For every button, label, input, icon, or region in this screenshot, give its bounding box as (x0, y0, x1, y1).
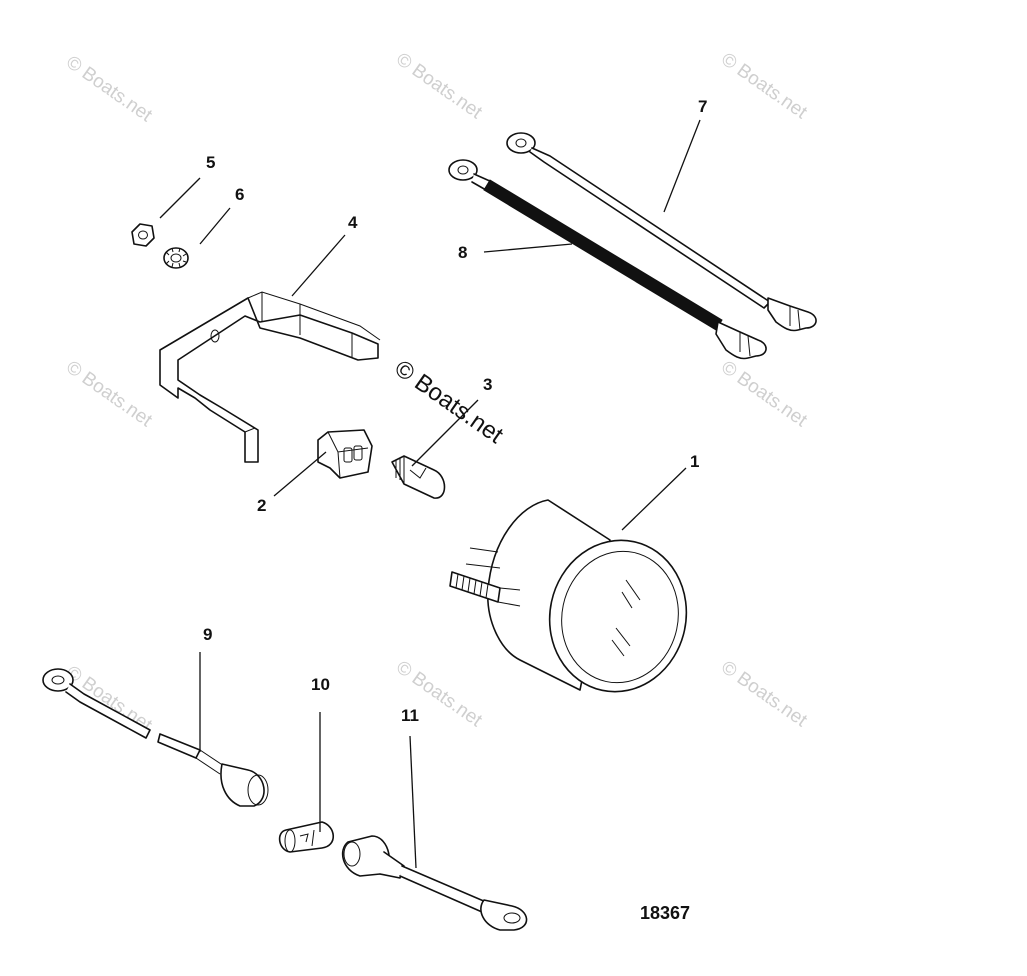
callout-10: 10 (311, 675, 330, 694)
callout-6: 6 (235, 185, 244, 204)
figure-id: 18367 (640, 903, 690, 923)
leader-lines (159, 119, 701, 869)
part-1-gauge (449, 499, 688, 693)
callout-8: 8 (458, 243, 467, 262)
watermark-2: © Boats.net (392, 49, 486, 124)
callout-9: 9 (203, 625, 212, 644)
callout-7: 7 (698, 97, 707, 116)
watermark-8: © Boats.net (717, 657, 811, 732)
part-11-wire (341, 835, 528, 931)
part-4-bracket (159, 291, 381, 463)
part-5-hex-nut (131, 223, 155, 247)
callout-5: 5 (206, 153, 215, 172)
watermark-5: © Boats.net (717, 357, 811, 432)
callout-11: 11 (401, 706, 419, 725)
part-8-wire (448, 159, 767, 360)
part-10-fuse (278, 821, 335, 853)
watermark-4: © Boats.net (62, 357, 156, 432)
part-9-wire (42, 668, 269, 807)
watermark-3: © Boats.net (717, 49, 811, 124)
part-6-lock-washer (163, 247, 189, 269)
callout-1: 1 (690, 452, 699, 471)
callouts: 5 6 4 7 8 3 2 1 9 10 11 (203, 97, 707, 725)
part-2-lamp-socket (317, 429, 373, 479)
callout-3: 3 (483, 375, 492, 394)
part-7-wire (506, 132, 817, 332)
watermark-center: © Boats.net (390, 355, 509, 449)
part-3-bulb (391, 455, 446, 499)
callout-2: 2 (257, 496, 266, 515)
watermark-1: © Boats.net (62, 52, 156, 127)
callout-4: 4 (348, 213, 358, 232)
